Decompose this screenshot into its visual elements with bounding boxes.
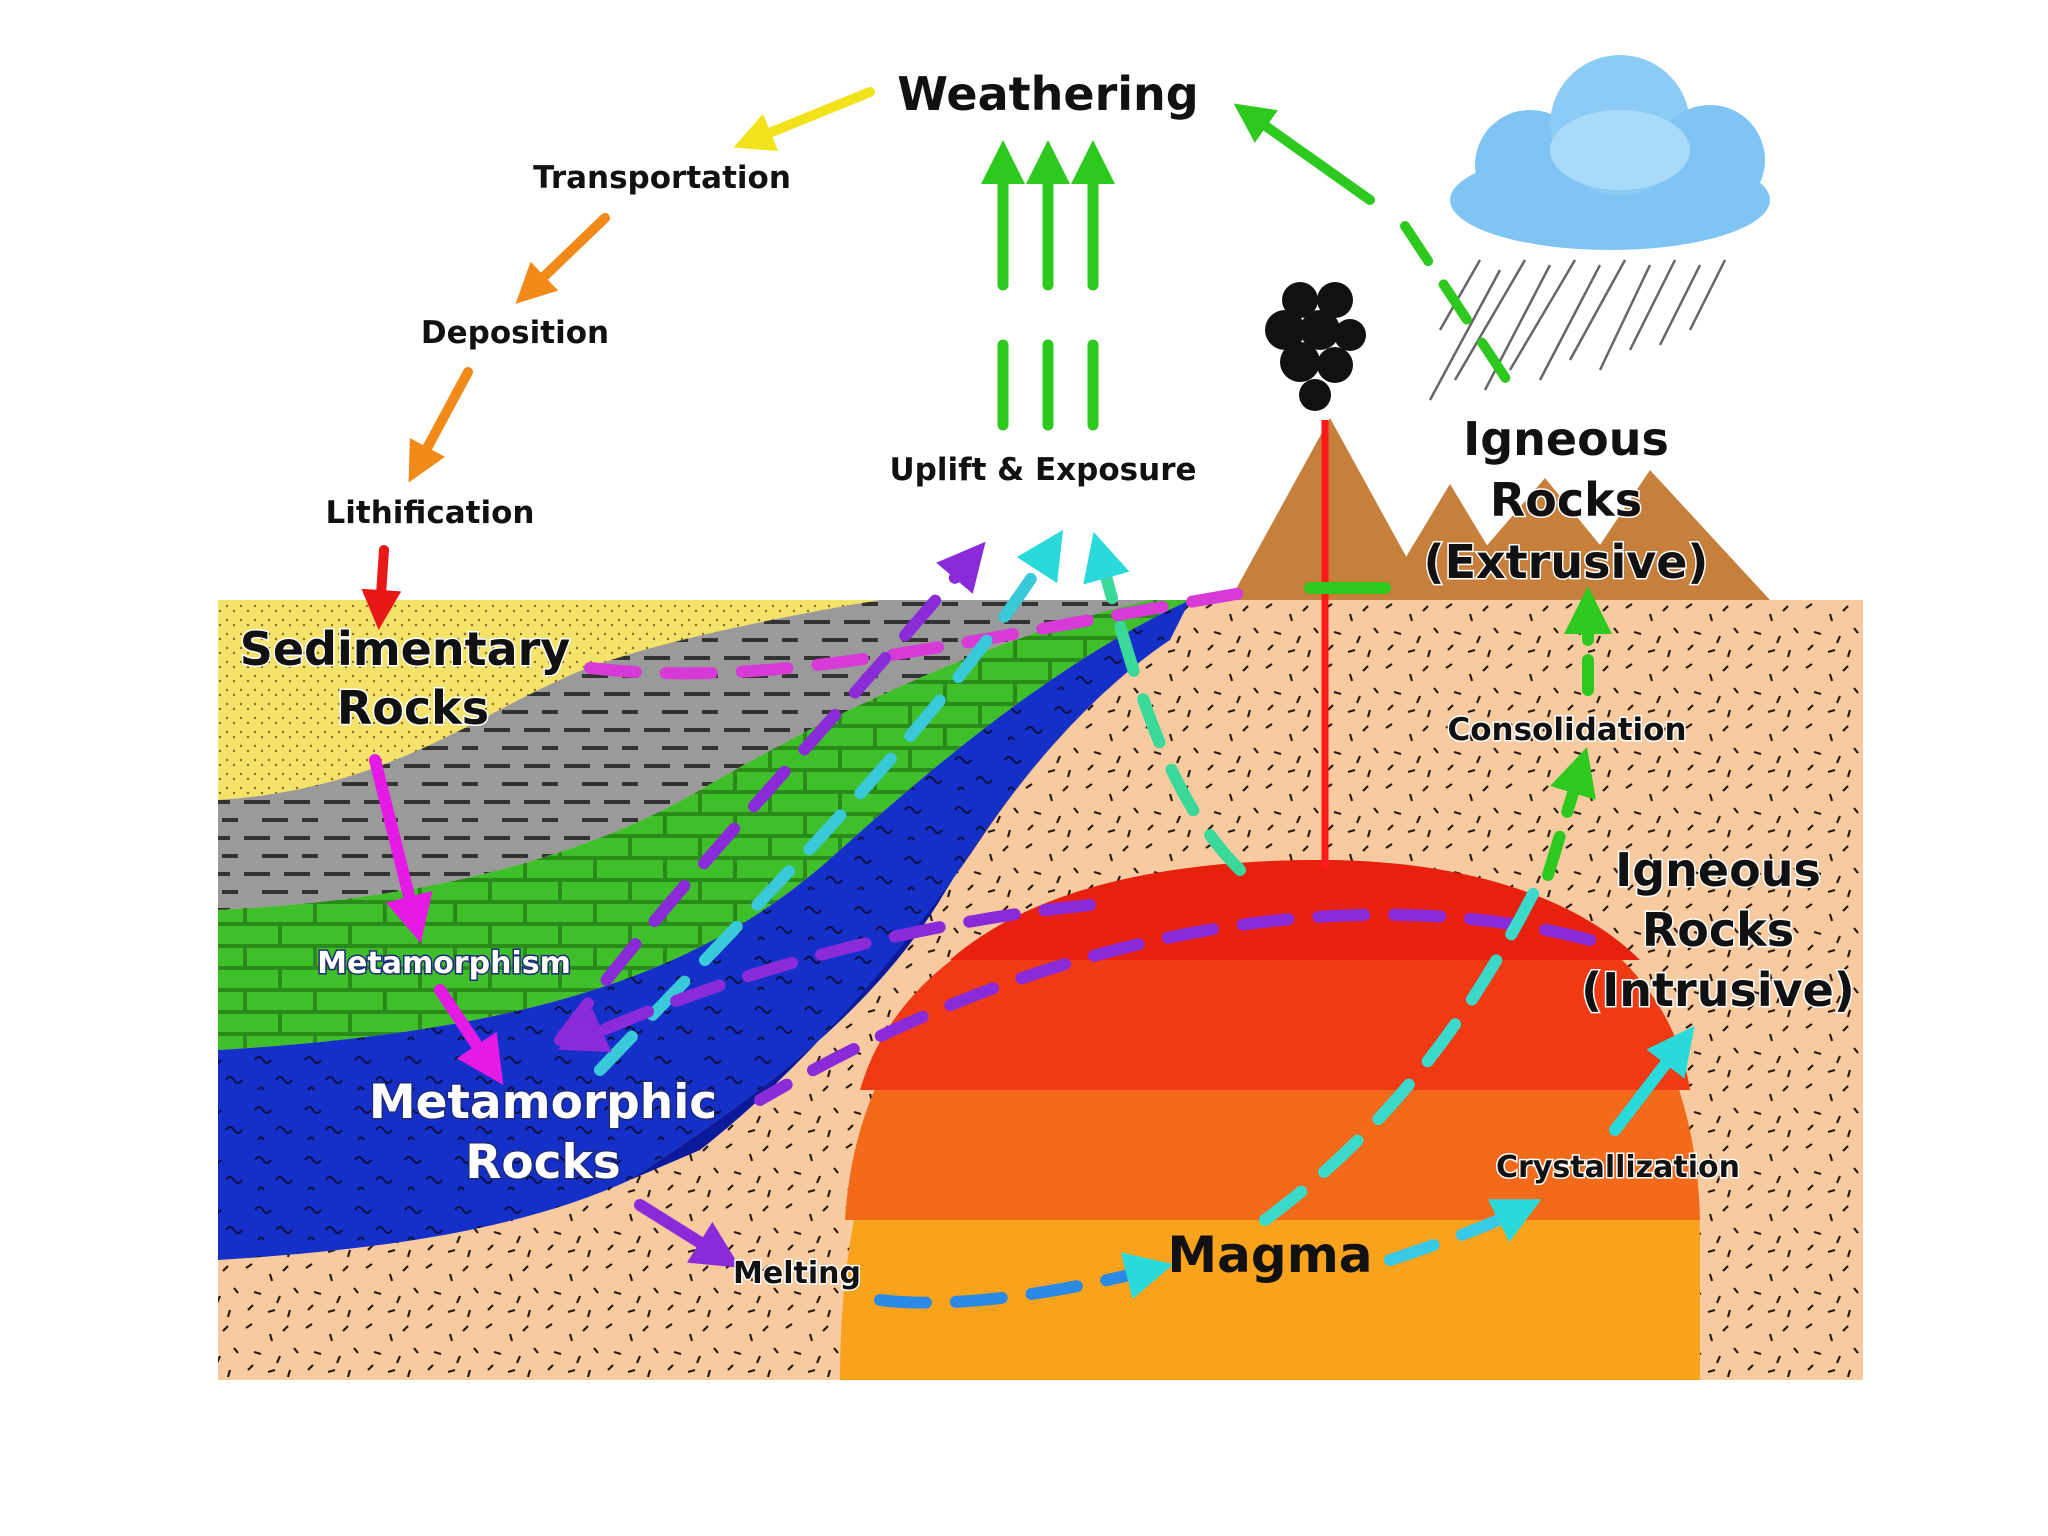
label-lithification: Lithification [326, 495, 535, 531]
deposition-to-lithification-arrow [418, 372, 468, 465]
label-igneous-extrusive-3: (Extrusive) [1424, 535, 1709, 589]
label-metamorphic-rocks-2: Rocks [465, 1135, 621, 1190]
label-metamorphism: Metamorphism [317, 946, 571, 981]
label-uplift-exposure: Uplift & Exposure [889, 452, 1196, 488]
label-igneous-intrusive-3: (Intrusive) [1581, 963, 1855, 1017]
label-deposition: Deposition [421, 315, 609, 351]
transport-to-deposition-arrow [530, 218, 605, 290]
extrusive-to-weathering-arrow [1250, 115, 1370, 200]
lithification-to-sedimentary-arrow [380, 550, 384, 610]
label-igneous-extrusive-2: Rocks [1490, 473, 1642, 527]
rain-to-extrusive-arrow [1405, 226, 1520, 400]
label-metamorphic-rocks-1: Metamorphic [369, 1075, 717, 1130]
label-igneous-extrusive-1: Igneous [1463, 412, 1669, 466]
label-melting: Melting [733, 1256, 861, 1291]
label-weathering: Weathering [897, 67, 1198, 121]
label-consolidation: Consolidation [1447, 712, 1686, 748]
label-sedimentary-rocks-1: Sedimentary [240, 622, 571, 676]
ash-cloud-icon [1265, 282, 1366, 411]
weathering-to-transport-arrow [752, 92, 870, 140]
label-transportation: Transportation [533, 160, 791, 196]
label-magma: Magma [1167, 1226, 1372, 1284]
label-igneous-intrusive-2: Rocks [1642, 903, 1794, 957]
label-crystallization: Crystallization [1496, 1150, 1740, 1185]
label-sedimentary-rocks-2: Rocks [337, 681, 489, 735]
label-igneous-intrusive-1: Igneous [1615, 843, 1821, 897]
